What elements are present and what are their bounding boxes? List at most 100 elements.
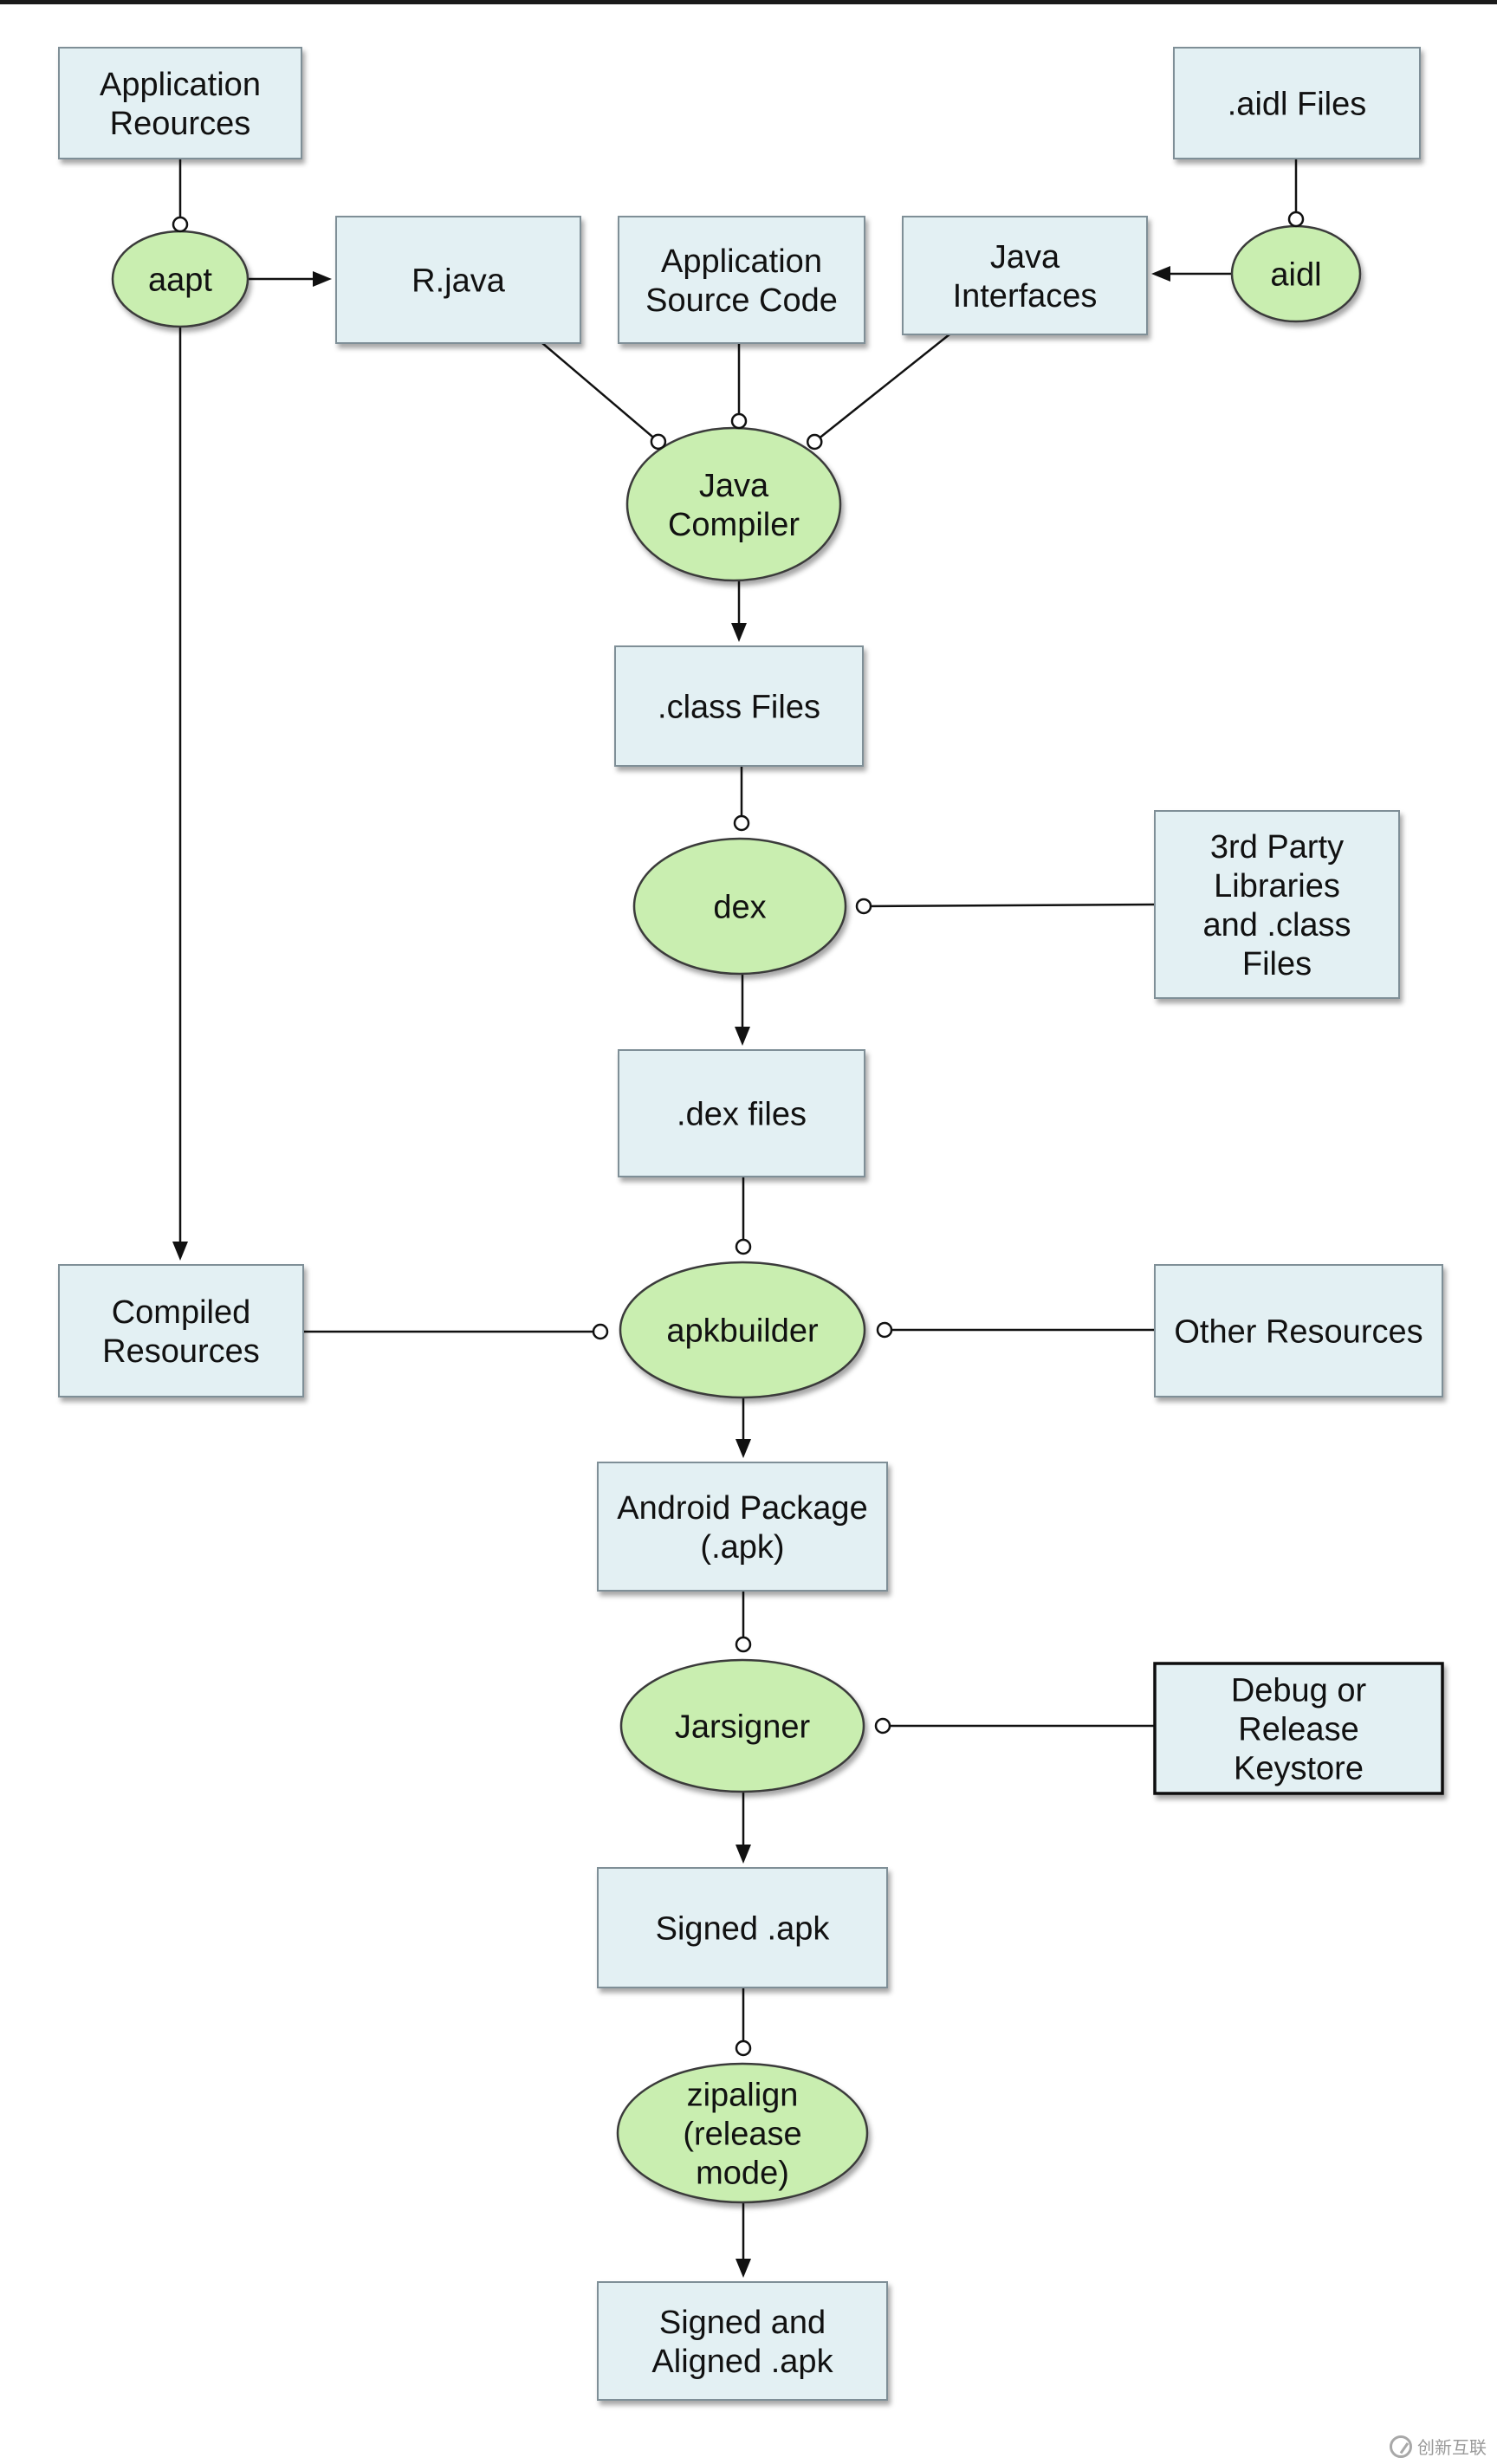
node-dex-files-shape [618, 1049, 865, 1177]
edge-signed-apk-to-zipalign-endpoint [735, 2039, 752, 2057]
node-app-source-shape [618, 216, 865, 344]
node-signed-apk-shape [597, 1867, 888, 1988]
node-class-files-shape [614, 645, 864, 767]
node-jarsigner-label: Jarsigner [675, 1709, 811, 1745]
node-third-party-label: Libraries [1214, 868, 1340, 905]
node-other-resources-label: Other Resources [1174, 1313, 1422, 1350]
node-dex-label: dex [713, 889, 766, 925]
node-dex: dex [632, 837, 847, 976]
node-app-resources-shape [58, 47, 302, 159]
node-app-resources-label: Reources [110, 106, 251, 142]
edge-aapt-to-compiled-resources-arrowhead [172, 1242, 188, 1261]
node-third-party-label: 3rd Party [1210, 829, 1344, 866]
node-jarsigner: Jarsigner [619, 1658, 865, 1793]
node-aidl-label: aidl [1270, 256, 1321, 293]
node-r-java: R.java [335, 216, 581, 344]
watermark-logo-icon [1390, 2435, 1412, 2458]
node-other-resources: Other Resources [1154, 1264, 1443, 1397]
node-java-interfaces-shape [902, 216, 1148, 335]
edge-r-java-to-java-compiler [541, 342, 659, 443]
node-signed-apk: Signed .apk [597, 1867, 888, 1988]
node-apkbuilder: apkbuilder [619, 1261, 866, 1399]
node-dex-shape [632, 837, 847, 976]
node-android-package-label: Android Package [617, 1490, 867, 1527]
node-aidl-files-label: .aidl Files [1228, 86, 1367, 122]
node-signed-aligned-shape [597, 2281, 888, 2401]
edge-apkbuilder-to-android-package-arrowhead [736, 1439, 751, 1458]
edge-app-source-to-java-compiler-endpoint [730, 412, 748, 430]
edge-third-party-to-dex-endpoint [855, 898, 872, 915]
node-aapt-label: aapt [148, 262, 212, 298]
node-app-source-label: Application [661, 243, 822, 280]
node-compiled-resources-label: Compiled [112, 1294, 251, 1331]
edge-android-package-to-jarsigner-endpoint [735, 1636, 752, 1653]
node-third-party-shape [1154, 810, 1400, 999]
node-r-java-shape [335, 216, 581, 344]
node-java-compiler-shape [625, 426, 842, 582]
node-java-compiler-label: Java [699, 468, 769, 504]
node-zipalign-label: (release [683, 2116, 801, 2152]
node-app-resources-label: Application [100, 67, 261, 103]
edge-jarsigner-to-signed-apk-arrowhead [736, 1845, 751, 1864]
edge-class-files-to-dex-endpoint [733, 814, 750, 832]
node-java-interfaces-label: Java [990, 239, 1060, 276]
node-java-compiler-label: Compiler [668, 507, 800, 543]
edge-zipalign-to-signed-aligned-arrowhead [736, 2259, 751, 2278]
edge-third-party-to-dex [863, 903, 1156, 908]
node-third-party-label: and .class [1202, 907, 1351, 943]
node-signed-aligned-label: Signed and [659, 2305, 826, 2341]
node-android-package: Android Package(.apk) [597, 1462, 888, 1592]
node-apkbuilder-label: apkbuilder [666, 1313, 819, 1349]
node-keystore-label: Release [1238, 1711, 1358, 1747]
edge-java-interfaces-to-java-compiler [813, 334, 950, 443]
node-compiled-resources-label: Resources [102, 1333, 260, 1370]
edge-java-compiler-to-class-files-arrowhead [731, 623, 747, 642]
edge-keystore-to-jarsigner-endpoint [874, 1717, 891, 1735]
node-jarsigner-shape [619, 1658, 865, 1793]
watermark-text: 创新互联 [1417, 2437, 1487, 2458]
node-zipalign-label: zipalign [687, 2077, 799, 2113]
node-keystore-label: Keystore [1234, 1750, 1364, 1786]
node-zipalign-shape [616, 2062, 869, 2204]
node-aapt: aapt [111, 230, 250, 328]
edge-dex-to-dex-files-arrowhead [735, 1027, 750, 1046]
edge-compiled-resources-to-apkbuilder-endpoint [592, 1323, 609, 1340]
node-other-resources-shape [1154, 1264, 1443, 1397]
edge-other-resources-to-apkbuilder-endpoint [876, 1321, 893, 1339]
node-signed-apk-label: Signed .apk [656, 1910, 831, 1947]
edge-aidl-to-java-interfaces-arrowhead [1151, 266, 1170, 282]
edge-aapt-to-r-java-arrowhead [313, 271, 332, 287]
node-aidl-files-shape [1173, 47, 1421, 159]
edge-aidl-files-to-aidl-endpoint [1287, 211, 1305, 228]
node-keystore-shape [1153, 1662, 1444, 1795]
node-class-files: .class Files [614, 645, 864, 767]
node-compiled-resources-shape [58, 1264, 304, 1397]
node-r-java-label: R.java [412, 263, 506, 299]
node-app-source-label: Source Code [645, 282, 838, 319]
node-keystore-label: Debug or [1231, 1672, 1367, 1709]
node-class-files-label: .class Files [658, 689, 820, 725]
edge-r-java-to-java-compiler-endpoint [650, 433, 667, 451]
node-aidl: aidl [1230, 224, 1362, 323]
node-apkbuilder-shape [619, 1261, 866, 1399]
node-signed-aligned-label: Aligned .apk [651, 2344, 833, 2380]
node-android-package-shape [597, 1462, 888, 1592]
edge-dex-files-to-apkbuilder-endpoint [735, 1238, 752, 1255]
edge-app-resources-to-aapt-endpoint [172, 216, 189, 233]
node-dex-files: .dex files [618, 1049, 865, 1177]
node-dex-files-label: .dex files [677, 1096, 807, 1132]
watermark: 创新互联 [1390, 2434, 1487, 2459]
node-aidl-files: .aidl Files [1173, 47, 1421, 159]
top-border [0, 0, 1497, 4]
node-java-interfaces-label: Interfaces [953, 278, 1098, 314]
